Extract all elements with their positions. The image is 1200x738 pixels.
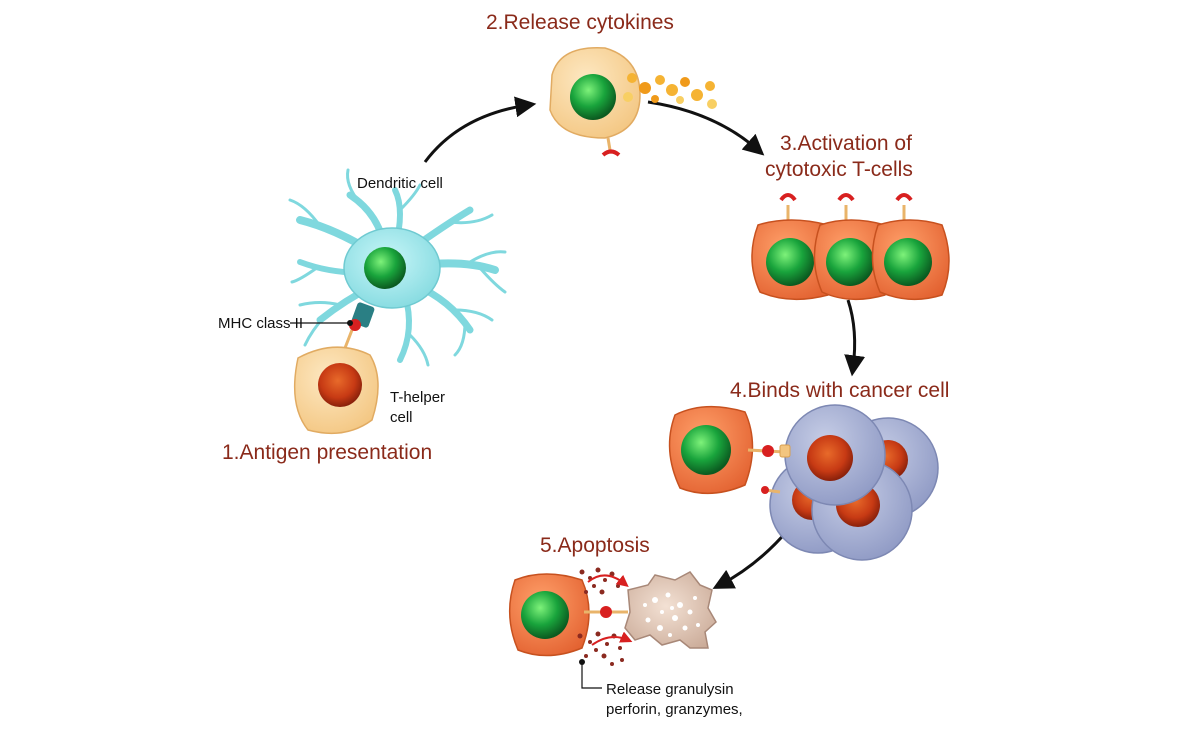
release-leader-line (579, 659, 602, 689)
cytokine-cell (549, 46, 641, 157)
step-2-label: 2.Release cytokines (486, 11, 674, 34)
arrow-to-binding (844, 299, 866, 377)
cytokine-dots (623, 73, 717, 109)
release-label-line1: Release granulysin (606, 681, 734, 698)
granule-dots (577, 567, 624, 666)
arrow-to-apoptosis (712, 529, 790, 589)
release-label-line2: perforin, granzymes, (606, 701, 743, 718)
cytotoxic-t-cell-3 (871, 193, 950, 301)
cytotoxic-t-cell-1 (751, 193, 836, 301)
dendritic-nucleus (364, 247, 406, 289)
dying-cancer-cell (624, 571, 717, 649)
apoptosis-t-cell (508, 573, 628, 657)
step-4-label: 4.Binds with cancer cell (730, 379, 949, 402)
step-3-label-line2: cytotoxic T-cells (765, 158, 913, 181)
arrow-to-cytokines (423, 96, 537, 163)
cytokine-cell-nucleus (570, 74, 616, 120)
arrow-to-activation (647, 100, 765, 156)
mhc-class-ii-label: MHC class II (218, 315, 303, 332)
binding-t-cell (668, 405, 791, 495)
mhc-receptor (290, 302, 375, 349)
step-3-label-line1: 3.Activation of (780, 132, 912, 155)
granule-arrow-bottom (591, 631, 633, 646)
t-helper-label-line1: T-helper (390, 389, 445, 406)
cytotoxic-t-cell-2 (813, 193, 894, 301)
granule-arrow-top (587, 574, 629, 587)
t-helper-label-line2: cell (390, 409, 413, 426)
t-helper-cell (293, 346, 379, 435)
step-5-label: 5.Apoptosis (540, 534, 650, 557)
dendritic-cell (288, 168, 507, 367)
cytotoxic-t-cells (751, 193, 950, 301)
dendritic-cell-label: Dendritic cell (357, 175, 443, 192)
step-1-label: 1.Antigen presentation (222, 441, 432, 464)
t-helper-nucleus (318, 363, 362, 407)
cancer-cell-cluster (761, 404, 939, 561)
